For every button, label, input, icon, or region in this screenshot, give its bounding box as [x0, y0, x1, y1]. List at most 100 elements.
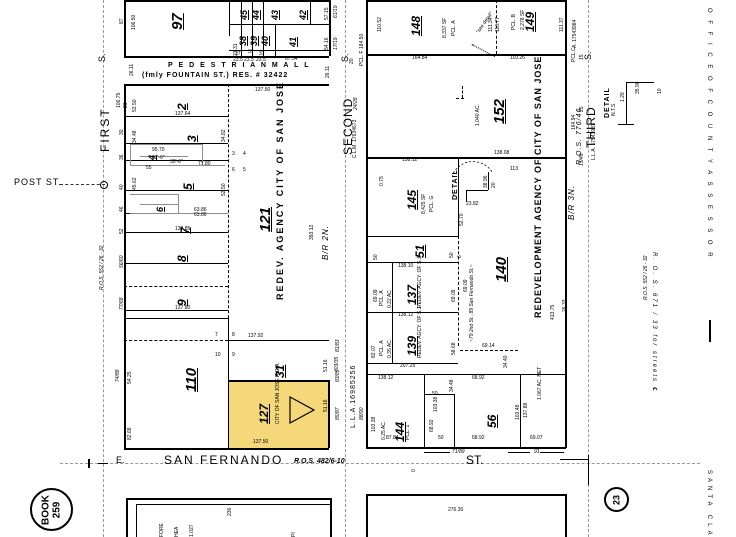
dim-left-5425: 82.68 [127, 427, 133, 440]
parcel-label-145: 145 [405, 189, 419, 210]
post-first-intersection-node [100, 181, 108, 189]
dim-6892-left: 68.92 [429, 419, 435, 432]
lot-31-top [228, 340, 329, 341]
parcel-137-left-div [392, 262, 393, 312]
dim-left-5660: 56/60 [119, 255, 125, 268]
dim-2633: 26.33 [562, 299, 568, 312]
parcel-137-pcl: PCL. A [379, 290, 385, 306]
dim-91: 91 [534, 449, 540, 455]
parcel-144-step [424, 394, 454, 395]
dim-mid-10: 10 [215, 352, 221, 358]
parcel-144-pcl: PCL. 1 [405, 424, 411, 440]
header-divider [709, 320, 711, 342]
lot6-inner [140, 204, 178, 205]
dim-11052: 110.52 [377, 17, 383, 32]
bottom-tick-3 [540, 452, 564, 453]
dim-ac-net: 1.067 AC. NET [537, 366, 543, 400]
first-tick-1 [98, 463, 108, 464]
parcel-110-top [124, 318, 228, 319]
parcel-110-dashline [124, 340, 228, 341]
dim-left-30: 30 [119, 129, 125, 135]
dim-top-37b: 37 [248, 49, 254, 55]
mid-block-top [366, 0, 566, 2]
dim-mid-3: 3 [232, 151, 235, 157]
san-fernando-right-tick [560, 459, 588, 460]
dim-6907: 69.07 [530, 435, 543, 441]
lot6-box-bottom [130, 213, 228, 214]
parcel-label-3: 3 [185, 135, 199, 142]
dim-8784: 87.84 [386, 435, 399, 441]
parcel-127-highlight[interactable] [229, 380, 329, 448]
dim-mall-13750: 137.50 [255, 87, 271, 93]
book-label: BOOK [40, 494, 51, 525]
dim-top-37c: 37 [259, 51, 265, 57]
bottom-bldg-hea: HEA [174, 526, 180, 537]
lla-17543981-note: L.L.A. 17543981 [591, 123, 597, 160]
dim-8207: 82.07 [371, 345, 377, 358]
parcel-152-right [565, 54, 567, 158]
street-note-79: ~79 2nd St., 89 San Fernando St.~ [469, 264, 475, 342]
dim-top-235c: 23.5 [256, 57, 266, 63]
dim-50b: 50 [373, 254, 379, 260]
a-17543984-note: A. 17543984 [572, 19, 578, 48]
first-street-centerline [103, 0, 104, 537]
post-street-label: POST ST. [14, 177, 62, 187]
san-fernando-prefix: E. [116, 455, 125, 465]
dim-8385: 83/85 [335, 369, 341, 382]
mid-block-148-bottom [366, 54, 566, 56]
parcel-152-left [366, 54, 368, 158]
detail-box-top [466, 190, 488, 191]
parcel-139-ac: 0.35 AC. [387, 338, 393, 358]
dim-mid-8: 8 [232, 332, 235, 338]
dim-top-6734: 67.34 [285, 56, 298, 62]
parcel-label-97: 97 [169, 13, 186, 30]
dim-41375: 413.75 [550, 304, 556, 320]
dim-top-5715: 57.15 [324, 7, 330, 20]
dim-113: 113 [510, 166, 518, 172]
parcel-40-div [263, 0, 264, 56]
dim-1549: 15/49 [579, 153, 585, 166]
pedestrian-mall-top-line [124, 56, 329, 58]
dim-5868: 58.68 [451, 342, 457, 355]
dim-top-37a: 37 [235, 51, 241, 57]
bottom-bldg-fore: FORE [159, 523, 165, 537]
dim-13810: 138.10 [398, 263, 414, 269]
ros-552-left: R.O.S. 552 / 26 - 32 [99, 245, 105, 290]
dim-top-87: 87 [119, 18, 125, 24]
parcel-148-pcl: PCL. A [451, 20, 457, 36]
dim-mid-306: 30'-6" [170, 159, 183, 165]
bottom-block-b-left [366, 494, 368, 537]
dim-6914-line [460, 350, 518, 351]
dim-mid-13780: 137.80 [175, 305, 191, 311]
parcel-127-right [328, 380, 330, 448]
county-name-header: SANTA CLARA COU [706, 470, 712, 537]
dim-13812-b: 138.12 [398, 312, 414, 318]
pedestrian-mall-bottom-line [124, 84, 329, 86]
dim-16484: 164.84 [412, 55, 428, 61]
parcel-127-triangle-icon [289, 395, 316, 425]
dim-mid-3482: 34.82 [221, 129, 227, 142]
san-fernando-right-vtick [588, 455, 589, 485]
block-left-edge-top [124, 0, 126, 56]
dim-15: 15 [579, 54, 585, 60]
br2n-label: B/R 2N. [321, 224, 330, 260]
parcel-label-5: 5 [181, 183, 195, 190]
parcel-label-40: 40 [260, 35, 270, 46]
parcel-5-bottom [124, 190, 228, 191]
dim-left-5350: 53.50 [132, 99, 138, 112]
lot4-box-left [130, 144, 131, 165]
parcel-label-8: 8 [175, 255, 189, 262]
dim-128: 1.28 [620, 92, 626, 102]
bottom-block-a-div1 [136, 504, 137, 537]
dim-left-40: 40 [119, 184, 125, 190]
parcel-139-bottom [366, 363, 458, 364]
parcel-label-42: 42 [298, 9, 308, 20]
dim-6892-bottom: 68.92 [472, 435, 485, 441]
dim-mid-9570: 95.70 [152, 147, 165, 153]
lot6-box-right [178, 194, 179, 213]
san-fernando-first-tick [88, 459, 90, 468]
lot4-box-top [130, 144, 202, 145]
parcel-label-43: 43 [270, 9, 280, 20]
parcel-9-bottom [124, 310, 228, 311]
